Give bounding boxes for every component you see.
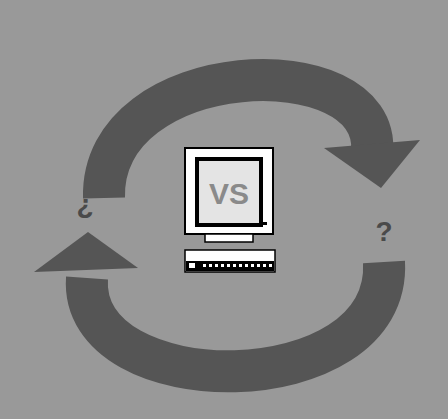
question-mark: ? [375,218,392,246]
key [227,264,230,267]
power-light [263,222,267,225]
key [221,264,224,267]
key [257,264,260,267]
cycle-arrow-bottom [87,262,384,371]
key [239,264,242,267]
keyboard-keys [186,261,274,271]
monitor-stand [205,234,253,242]
key [209,264,212,267]
key [269,264,272,267]
key [245,264,248,267]
keyboard [185,250,275,272]
arrow-head [34,232,138,272]
arrow-head [324,140,420,188]
monitor-frame [185,148,273,234]
monitor-screen [197,159,261,225]
key [233,264,236,267]
key [189,263,195,268]
computer-monitor: VS [183,146,279,278]
question-mark: ¿ [76,191,93,219]
key [251,264,254,267]
key [203,264,206,267]
key [263,264,266,267]
screen-text: VS [209,177,249,211]
monitor-outline [183,146,279,278]
key [215,264,218,267]
